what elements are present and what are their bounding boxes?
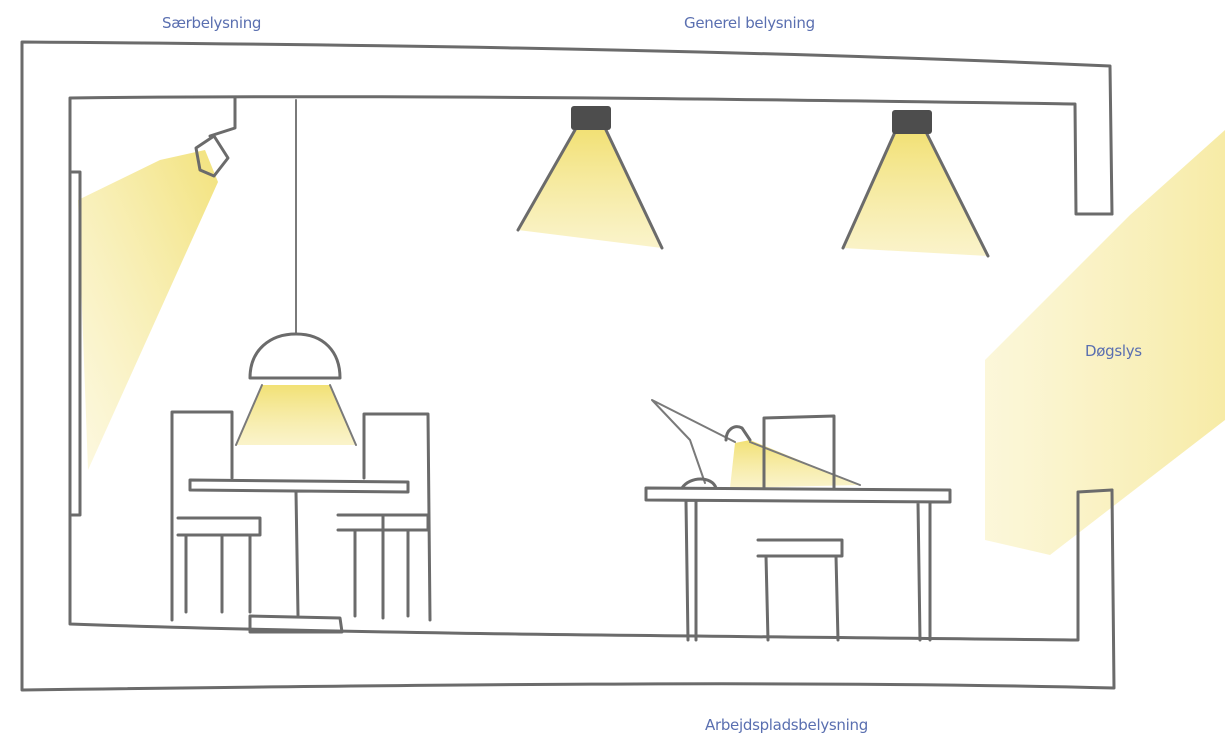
pendant-light-beam (236, 385, 356, 445)
wall-picture (72, 172, 80, 515)
accent-light-label: Særbelysning (162, 14, 261, 32)
desk (646, 488, 950, 640)
desk-lamp-arm (652, 400, 735, 483)
daylight-label: Døgslys (1085, 342, 1142, 360)
task-light-label: Arbejdspladsbelysning (705, 716, 868, 734)
general-light-label: Generel belysning (684, 14, 815, 32)
general-light-fixture-2 (892, 110, 932, 134)
general-light-fixture-1 (571, 106, 611, 130)
desk-lamp-base (682, 479, 716, 488)
general-light-beam-1 (518, 130, 662, 248)
accent-light-bracket (210, 98, 235, 136)
pendant-shade (250, 334, 340, 378)
task-light-beam (730, 440, 860, 488)
accent-light-beam (78, 150, 218, 470)
general-light-beam-2 (843, 132, 988, 256)
desk-lamp-head (726, 427, 750, 440)
